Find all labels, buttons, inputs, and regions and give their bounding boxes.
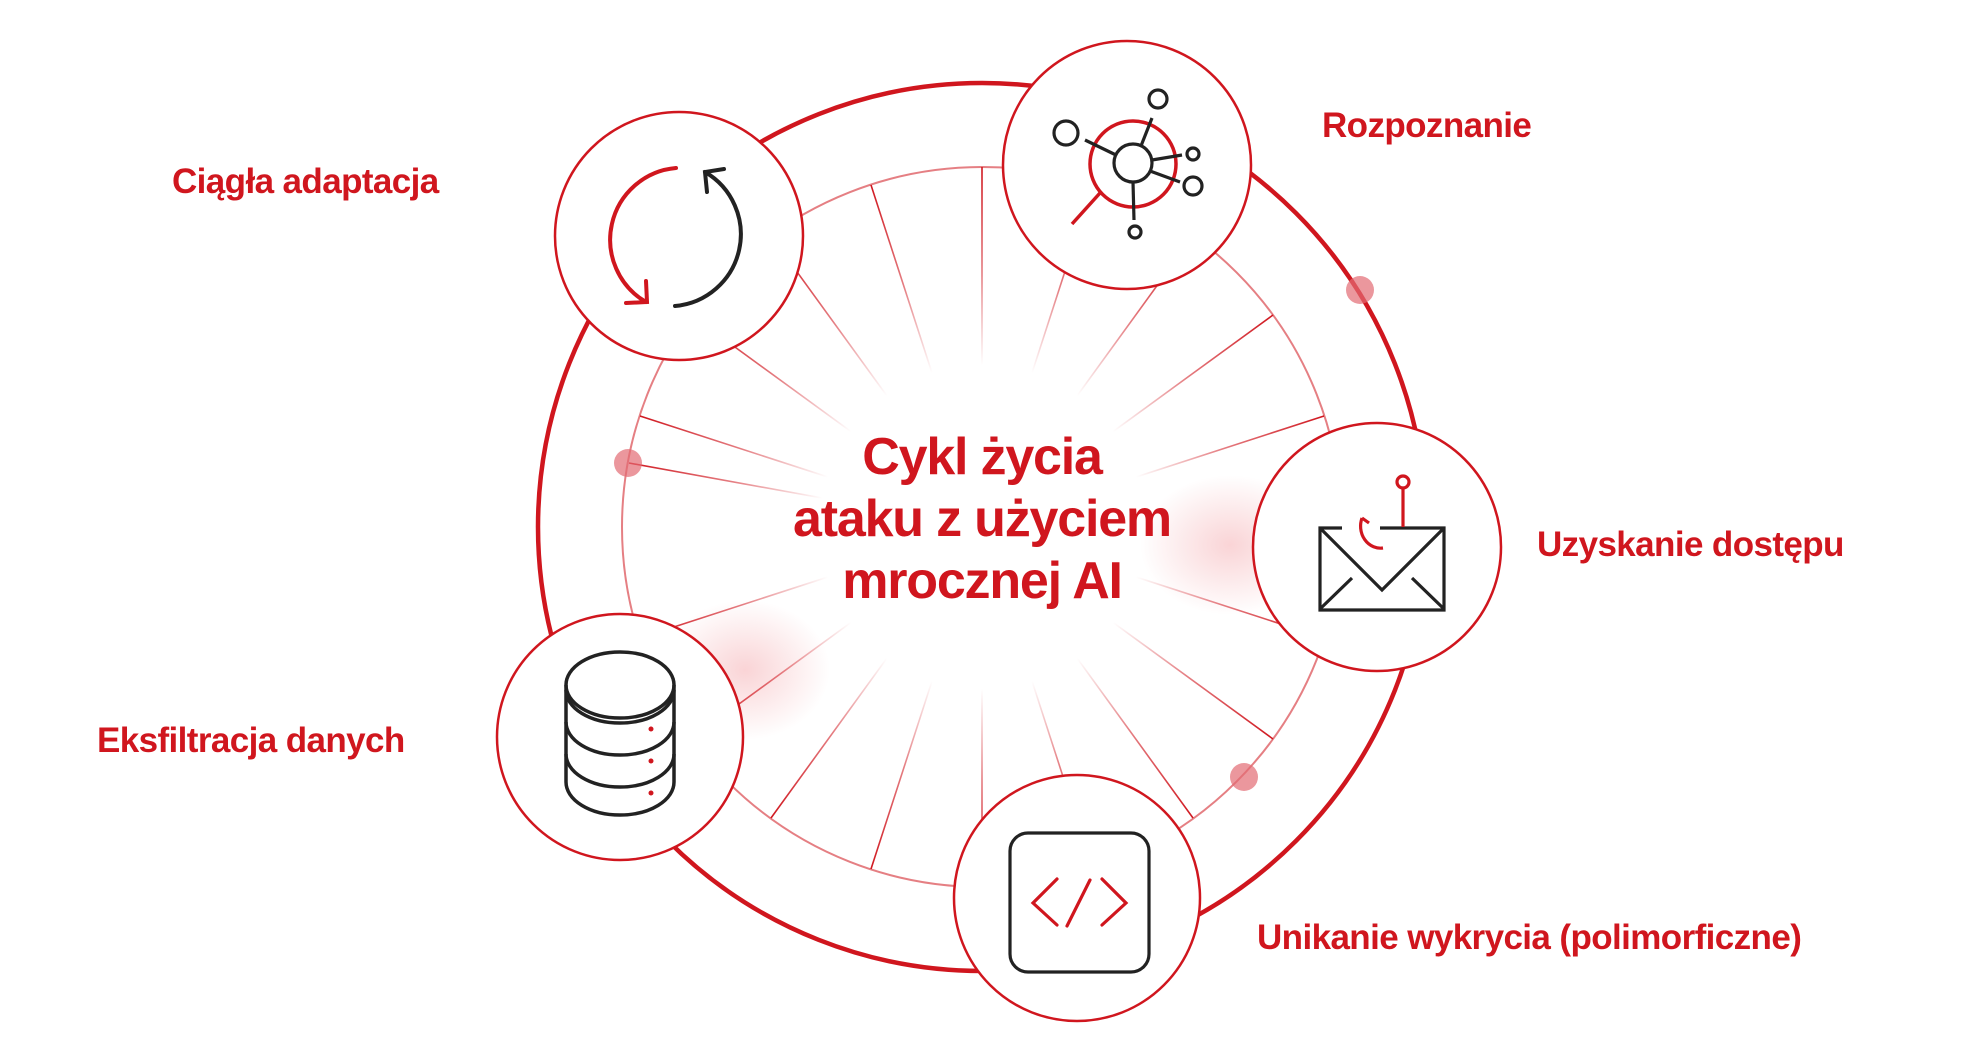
title-line-1: Cykl życia bbox=[862, 428, 1103, 486]
node-evasion[interactable] bbox=[952, 773, 1202, 1023]
phishing-envelope-icon bbox=[1318, 474, 1446, 612]
label-evasion: Unikanie wykrycia (polimorficzne) bbox=[1257, 918, 1802, 957]
diagram-title: Cykl życia ataku z użyciem mrocznej AI bbox=[732, 426, 1232, 612]
node-recon[interactable] bbox=[1001, 39, 1253, 291]
database-status-dots bbox=[648, 726, 654, 796]
label-recon: Rozpoznanie bbox=[1322, 106, 1532, 145]
database-icon bbox=[564, 650, 676, 817]
refresh-cycle-icon bbox=[608, 166, 743, 308]
title-line-3: mrocznej AI bbox=[842, 552, 1123, 610]
node-access[interactable] bbox=[1251, 421, 1503, 673]
ring-dots bbox=[614, 276, 1374, 791]
node-adaptation[interactable] bbox=[553, 110, 805, 362]
network-target-icon bbox=[1052, 88, 1204, 240]
title-line-2: ataku z użyciem bbox=[793, 490, 1172, 548]
label-adaptation: Ciągła adaptacja bbox=[172, 162, 439, 201]
code-icon bbox=[1008, 831, 1151, 974]
node-exfiltration[interactable] bbox=[495, 612, 745, 862]
label-access: Uzyskanie dostępu bbox=[1537, 525, 1844, 564]
label-exfiltration: Eksfiltracja danych bbox=[97, 721, 405, 760]
